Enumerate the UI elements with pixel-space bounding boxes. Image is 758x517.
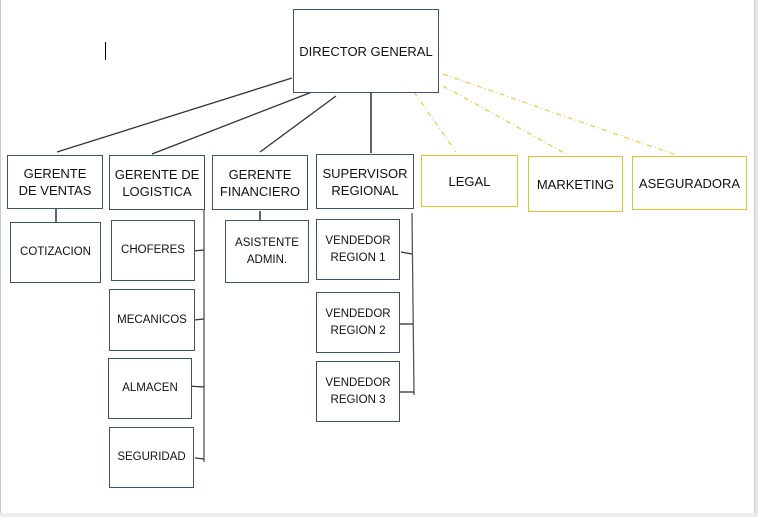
vendedor-region-3-label: VENDEDOR REGION 3: [325, 376, 391, 406]
supervisor-regional-label: SUPERVISOR REGIONAL: [322, 165, 408, 198]
asistente-admin-box[interactable]: ASISTENTE ADMIN.: [225, 220, 309, 283]
connector-director-marketing: [442, 85, 569, 156]
supervisor-regional-box[interactable]: SUPERVISOR REGIONAL: [316, 154, 414, 209]
gerente-financiero-label: GERENTE FINANCIERO: [219, 166, 301, 199]
cotizacion-box[interactable]: COTIZACION: [10, 222, 101, 283]
seguridad-label: SEGURIDAD: [117, 451, 186, 463]
connector-logistica-mecanicos: [193, 318, 205, 321]
marketing-box[interactable]: MARKETING: [528, 156, 623, 212]
mecanicos-box[interactable]: MECANICOS: [109, 289, 195, 351]
almacen-label: ALMACEN: [122, 382, 178, 394]
legal-box[interactable]: LEGAL: [421, 155, 518, 207]
vendedor-region-3-box[interactable]: VENDEDOR REGION 3: [316, 361, 400, 422]
cotizacion-label: COTIZACION: [20, 246, 91, 258]
gerente-financiero-box[interactable]: GERENTE FINANCIERO: [212, 155, 308, 210]
connector-director-ventas: [56, 77, 293, 153]
choferes-label: CHOFERES: [121, 244, 185, 256]
gerente-logistica-box[interactable]: GERENTE DE LOGISTICA: [109, 155, 205, 210]
connector-director-aseguradora: [442, 73, 677, 156]
aseguradora-box[interactable]: ASEGURADORA: [632, 156, 747, 210]
connector-supervisor-region1: [400, 251, 413, 255]
choferes-box[interactable]: CHOFERES: [111, 220, 195, 281]
page-edge-left: [0, 0, 1, 517]
connector-supervisor-bus: [411, 212, 415, 396]
almacen-box[interactable]: ALMACEN: [108, 358, 192, 419]
aseguradora-label: ASEGURADORA: [638, 175, 741, 191]
vendedor-region-2-box[interactable]: VENDEDOR REGION 2: [316, 292, 400, 353]
director-general-label: DIRECTOR GENERAL: [299, 43, 433, 59]
vendedor-region-1-label: VENDEDOR REGION 1: [325, 234, 391, 264]
legal-label: LEGAL: [448, 173, 491, 189]
vendedor-region-1-box[interactable]: VENDEDOR REGION 1: [316, 219, 400, 280]
connector-director-logistica: [151, 91, 313, 155]
gerente-ventas-label: GERENTE DE VENTAS: [18, 166, 92, 198]
mecanicos-label: MECANICOS: [117, 313, 187, 326]
connector-director-financiero: [259, 95, 337, 153]
seguridad-box[interactable]: SEGURIDAD: [109, 427, 194, 488]
vertical-scrollbar[interactable]: [754, 0, 758, 517]
vendedor-region-2-label: VENDEDOR REGION 2: [325, 307, 391, 337]
gerente-ventas-box[interactable]: GERENTE DE VENTAS: [7, 155, 103, 209]
connector-director-legal: [413, 91, 457, 153]
director-general-box[interactable]: DIRECTOR GENERAL: [293, 9, 439, 93]
gerente-logistica-label: GERENTE DE LOGISTICA: [114, 166, 200, 199]
asistente-admin-label: ASISTENTE ADMIN.: [235, 236, 299, 266]
marketing-label: MARKETING: [536, 176, 615, 192]
text-cursor: [105, 42, 106, 60]
connector-logistica-seguridad: [194, 457, 205, 460]
page-edge-bottom: [0, 513, 758, 517]
